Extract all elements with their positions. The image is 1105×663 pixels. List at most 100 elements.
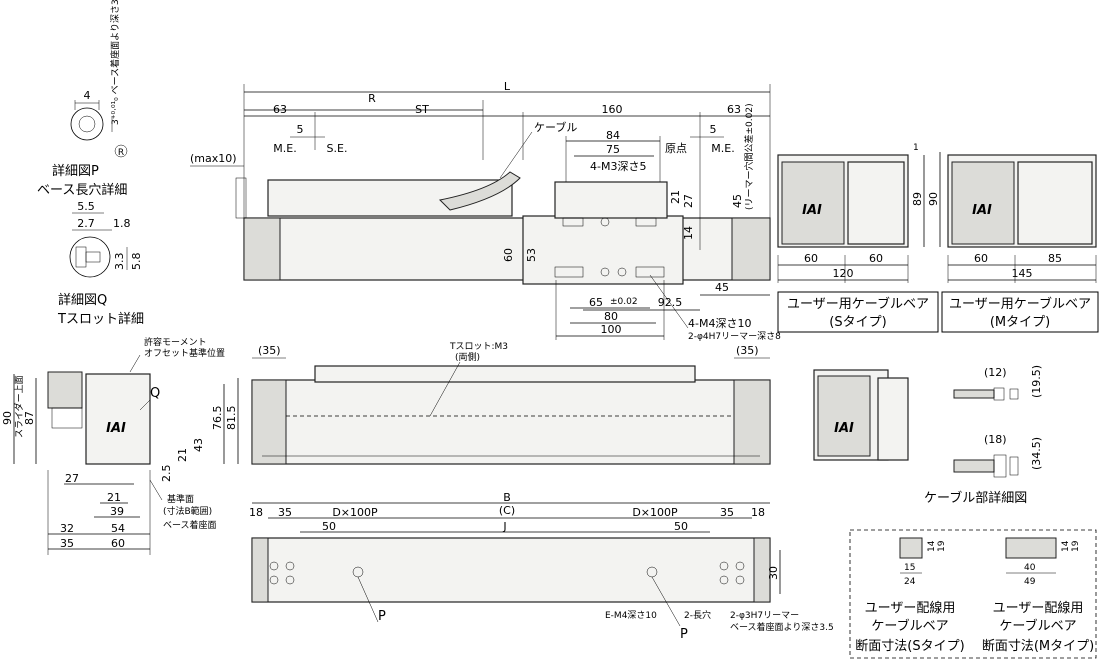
detail-q-title: 詳細図Q [58, 292, 107, 308]
svg-text:S.E.: S.E. [327, 142, 348, 155]
svg-text:(Mタイプ): (Mタイプ) [990, 315, 1050, 330]
svg-text:80: 80 [604, 310, 618, 323]
svg-text:1: 1 [913, 143, 919, 153]
svg-text:14: 14 [1061, 540, 1071, 552]
svg-text:ケーブルベア: ケーブルベア [999, 618, 1076, 634]
cable-bear-m: IAI 60 85 145 ユーザー用ケーブルベア (Mタイプ) [941, 154, 1099, 333]
svg-text:19: 19 [937, 540, 947, 552]
cable-bear-s: IAI 60 60 120 89 90 1 ユーザー用ケーブルベア (Sタイプ) [777, 143, 941, 333]
svg-text:39: 39 [110, 505, 124, 518]
svg-text:オフセット基準位置: オフセット基準位置 [144, 347, 225, 359]
svg-text:1.8: 1.8 [113, 217, 131, 230]
iai-logo-m: IAI [972, 203, 992, 218]
svg-text:43: 43 [192, 438, 205, 452]
svg-text:J: J [502, 520, 506, 533]
detail-p-depth: 3⁺⁰·⁰¹₀ ベース着座面より深さ3.5 [109, 0, 121, 125]
cable-detail: IAI (12) (19.5) (18) (34.5) ケーブル部詳細図 [813, 365, 1043, 506]
svg-text:(リーマー穴間公差±0.02): (リーマー穴間公差±0.02) [743, 103, 755, 210]
bottom-view: B (C) 18 35 D×100P D×100P 35 18 50 J 50 … [249, 491, 834, 642]
svg-text:76.5: 76.5 [211, 406, 224, 431]
svg-text:Q: Q [150, 386, 160, 401]
svg-text:21: 21 [176, 448, 189, 462]
svg-text:5.5: 5.5 [77, 200, 95, 213]
svg-text:4-M4深さ10: 4-M4深さ10 [688, 317, 751, 330]
top-view: L R 63 ST 160 63 5 M.E. S.E. 5 原点 M.E. (… [190, 80, 781, 342]
end-view: 許容モーメント オフセット基準位置 IAI Q 90 スライダー上面 87 76… [1, 336, 239, 555]
slider-top [522, 215, 684, 285]
cable-icon [438, 171, 521, 211]
svg-text:±0.02: ±0.02 [610, 297, 638, 307]
svg-text:21: 21 [669, 190, 682, 204]
svg-text:87: 87 [23, 411, 36, 425]
svg-text:(35): (35) [736, 344, 759, 357]
svg-text:45: 45 [715, 281, 729, 294]
svg-text:ベース着座面: ベース着座面 [163, 519, 217, 531]
svg-text:145: 145 [1012, 267, 1033, 280]
svg-text:2-φ3H7リーマー: 2-φ3H7リーマー [730, 611, 799, 621]
svg-text:IAI: IAI [834, 421, 854, 436]
detail-p: 4 3⁺⁰·⁰¹₀ ベース着座面より深さ3.5 R 詳細図P ベース長穴詳細 [37, 0, 127, 198]
svg-text:IAI: IAI [106, 421, 126, 436]
svg-text:2-φ4H7リーマー深さ8: 2-φ4H7リーマー深さ8 [688, 331, 781, 342]
svg-text:27: 27 [65, 472, 79, 485]
svg-text:5: 5 [710, 123, 717, 136]
svg-text:27: 27 [682, 194, 695, 208]
svg-text:81.5: 81.5 [225, 406, 238, 431]
svg-text:ケーブル部詳細図: ケーブル部詳細図 [924, 490, 1027, 506]
svg-text:60: 60 [869, 252, 883, 265]
svg-text:2.5: 2.5 [160, 465, 173, 483]
svg-text:50: 50 [322, 520, 336, 533]
svg-text:90: 90 [927, 192, 940, 206]
svg-text:53: 53 [525, 248, 538, 262]
svg-text:4-M3深さ5: 4-M3深さ5 [590, 160, 646, 173]
svg-text:(両側): (両側) [455, 351, 480, 363]
svg-text:Tスロット:M3: Tスロット:M3 [449, 342, 508, 352]
svg-text:160: 160 [602, 103, 623, 116]
svg-text:85: 85 [1048, 252, 1062, 265]
svg-text:(18): (18) [984, 433, 1007, 446]
svg-text:スライダー上面: スライダー上面 [13, 375, 25, 438]
svg-text:18: 18 [751, 506, 765, 519]
svg-text:75: 75 [606, 143, 620, 156]
svg-text:84: 84 [606, 129, 620, 142]
svg-text:ST: ST [415, 103, 429, 116]
detail-p-dim-4: 4 [84, 89, 91, 102]
svg-text:5: 5 [297, 123, 304, 136]
svg-text:50: 50 [674, 520, 688, 533]
svg-text:100: 100 [601, 323, 622, 336]
svg-text:基準面: 基準面 [167, 493, 194, 505]
svg-text:45: 45 [731, 194, 744, 208]
svg-text:E-M4深さ10: E-M4深さ10 [605, 610, 657, 621]
svg-text:P: P [378, 609, 386, 624]
svg-text:14: 14 [682, 226, 695, 240]
side-view: (35) (35) Tスロット:M3 (両側) [251, 342, 771, 465]
svg-text:63: 63 [727, 103, 741, 116]
svg-text:R: R [368, 92, 376, 105]
svg-text:許容モーメント: 許容モーメント [144, 336, 207, 348]
svg-text:P: P [680, 627, 688, 642]
detail-p-title: 詳細図P [52, 163, 99, 179]
svg-text:15: 15 [904, 563, 915, 573]
svg-text:60: 60 [974, 252, 988, 265]
detail-q: 5.5 2.7 1.8 3.3 5.8 詳細図Q Tスロット詳細 [57, 200, 144, 327]
svg-text:2.7: 2.7 [77, 217, 95, 230]
svg-text:(寸法B範囲): (寸法B範囲) [163, 505, 212, 517]
svg-text:21: 21 [107, 491, 121, 504]
svg-text:(19.5): (19.5) [1030, 365, 1043, 398]
svg-text:ケーブルベア: ケーブルベア [871, 618, 948, 634]
svg-text:5.8: 5.8 [130, 253, 143, 271]
svg-text:(35): (35) [258, 344, 281, 357]
detail-p-subtitle: ベース長穴詳細 [37, 182, 127, 198]
svg-text:30: 30 [767, 566, 780, 580]
svg-text:60: 60 [804, 252, 818, 265]
svg-text:35: 35 [278, 506, 292, 519]
svg-text:35: 35 [720, 506, 734, 519]
svg-text:49: 49 [1024, 577, 1036, 587]
svg-text:ケーブル: ケーブル [534, 120, 577, 134]
svg-text:63: 63 [273, 103, 287, 116]
detail-p-r: R [118, 148, 124, 158]
svg-text:(34.5): (34.5) [1030, 437, 1043, 470]
svg-text:ユーザー配線用: ユーザー配線用 [993, 600, 1084, 616]
svg-text:89: 89 [911, 192, 924, 206]
svg-text:90: 90 [1, 411, 14, 425]
